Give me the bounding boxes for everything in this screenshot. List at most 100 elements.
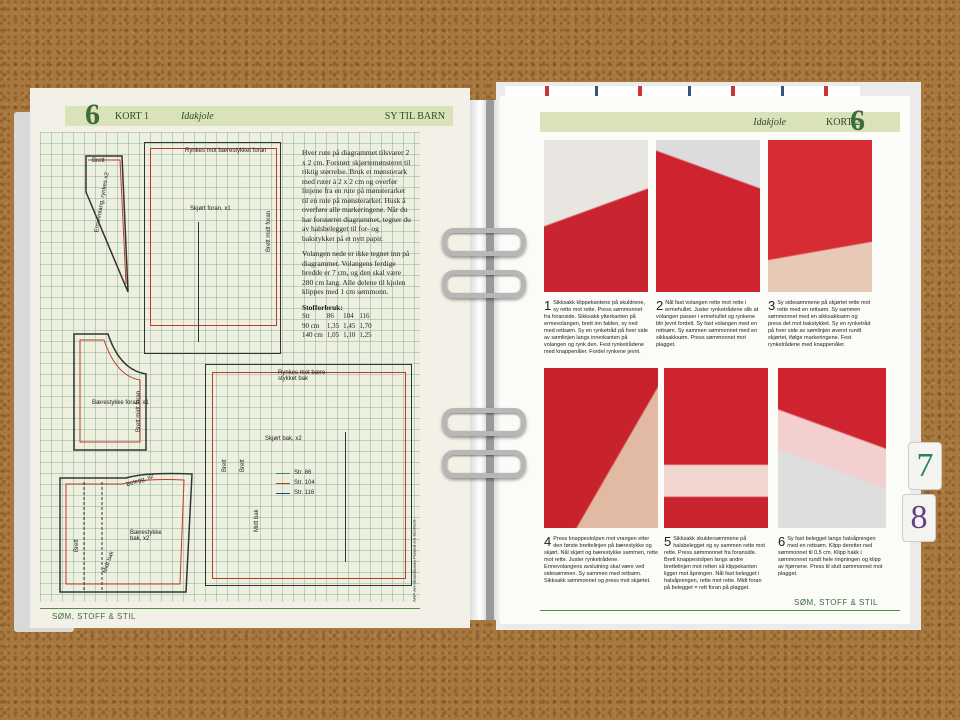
photo-step-4 [544,368,658,528]
page-stack-top [505,86,860,96]
binder-spine [486,100,494,620]
piece-ermevolang [85,155,129,293]
size-legend: Str. 86 Str. 104 Str. 116 [276,468,315,498]
fabric-row: 140 cm 1,05 1,10 1,25 [302,331,376,341]
legend-swatch [276,472,290,474]
legend-swatch [276,492,290,494]
photo-step-6 [778,368,886,528]
instructions: Hver rute på diagrammet tilsvarer 2 x 2 … [302,148,412,341]
piece-baerestykke-foran [73,333,147,451]
fabric-cell: 1,35 [326,321,340,330]
right-chapter-number: 6 [850,104,865,137]
label-skjort-foran: Skjørt foran, x1 [190,206,231,212]
binder-ring [442,270,526,298]
divider-tab-8[interactable]: 8 [902,494,936,542]
piece-skjort-foran-inner [150,148,277,326]
page-stack-middle [470,100,500,620]
step-text: Sy fast belegget langs halsåpningen med … [778,536,883,577]
label-midt-bak: Midt bak [254,509,260,532]
instructions-p2: Volangen nede er ikke tegnet inn på diag… [302,249,410,296]
fabric-cell: 1,45 [343,321,356,330]
label-rynkes-foran: Rynkes mot bærestykket foran [185,148,267,154]
label-brett-bak: Brett [222,459,228,472]
fabric-cell: 104 [343,312,354,320]
fabric-cell: 86 [326,312,334,320]
binder-ring [442,228,526,256]
fabric-cell: Str [302,312,311,320]
divider-tab-7[interactable]: 7 [908,442,942,490]
step-number: 3 [768,298,776,313]
label-brett-midt-foran: Brett midt foran [266,210,272,252]
piece-skjort-bak-inner [212,372,406,579]
fabric-cell: 1,10 [343,331,356,339]
label-skjort-bak: Skjørt bak, x2 [265,436,302,442]
label-rynkes-bak: Rynkes mot bære-stykket bak [278,370,328,382]
right-title: Idakjole [753,116,787,128]
fabric-cell: 1,70 [359,321,372,330]
fabric-cell: 140 cm [302,331,323,339]
fabric-cell: 116 [359,312,370,320]
left-header: KORT 1 Idakjole SY TIL BARN [65,106,453,126]
left-kort: KORT 1 [115,110,149,122]
fabric-table: Str 86 104 116 90 cm 1,35 1,45 1,70 140 … [302,312,376,341]
legend-label: Str. 116 [294,490,315,496]
legend-label: Str. 104 [294,480,315,486]
fabric-header-row: Str 86 104 116 [302,312,376,322]
vertical-credit: ARP Art Skandinavia Printed AS MOROS [412,519,417,602]
fabric-cell: 90 cm [302,321,320,330]
binder-ring [442,408,526,436]
right-header: Idakjole KORT 2 [540,112,900,132]
instructions-p1: Hver rute på diagrammet tilsvarer 2 x 2 … [302,148,411,243]
photo-step-2 [656,140,760,292]
right-footer: SØM, STOFF & STIL [794,598,878,607]
legend-item: Str. 104 [276,478,315,488]
photo-step-5 [664,368,768,528]
photo-step-3 [768,140,872,292]
step-text: Sikksakk skuldersømmene på halsbelegget … [664,536,765,591]
left-page: KORT 1 Idakjole SY TIL BARN 6 Brett Erme… [30,88,470,628]
step-number: 4 [544,534,552,549]
step-number: 2 [656,298,664,313]
right-kort: KORT 2 [826,116,860,128]
right-footer-rule [540,610,900,611]
label-baerestykke-foran: Bærestykke foran, x1 [92,400,149,406]
step-text: Nål fast volangen rette mot rette i erme… [656,300,759,348]
step-number: 6 [778,534,786,549]
grain-line-bak [345,432,346,562]
step-number: 1 [544,298,552,313]
binder-ring [442,450,526,478]
piece-skjort-bak [205,364,412,586]
legend-item: Str. 86 [276,468,315,478]
left-title: Idakjole [180,110,214,122]
fabric-cell: 1,05 [326,331,340,339]
label-brett-baerestykke: Brett [74,539,80,552]
left-chapter-number: 6 [85,98,100,131]
fabric-cell: 1,25 [359,331,372,339]
left-footer-rule [40,608,420,609]
legend-label: Str. 86 [294,470,312,476]
piece-baerestykke-bak [59,472,193,593]
photo-step-1 [544,140,648,292]
label-brett-midt-foran-2: Brett midt foran [136,390,142,432]
step-text: Sikksakk klippekantene på skuldrene, sy … [544,300,648,355]
fabric-row: 90 cm 1,35 1,45 1,70 [302,322,376,332]
label-brett: Brett [92,158,105,164]
left-footer: SØM, STOFF & STIL [52,612,136,621]
fabric-title: Stofforbruk: [302,302,343,312]
legend-swatch [276,482,290,484]
step-number: 5 [664,534,672,549]
grain-line-foran [198,222,199,342]
step-text: Press knappestolpen mot vrangen etter de… [544,536,658,584]
left-category: SY TIL BARN [384,110,445,122]
step-text: Sy sidesømmene på skjørtet rette mot ret… [768,300,871,348]
piece-skjort-foran [144,142,281,354]
legend-item: Str. 116 [276,488,315,498]
label-brett-bak-2: Brett [240,459,246,472]
